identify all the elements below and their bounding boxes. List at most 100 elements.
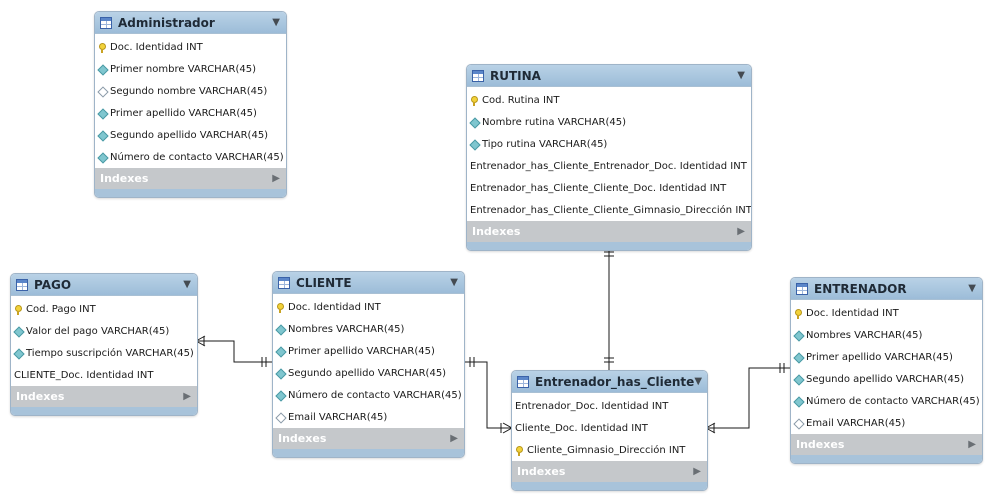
collapse-arrow-icon[interactable]: ▼ [272,17,280,28]
column-label: Número de contacto VARCHAR(45) [288,389,462,401]
column-row[interactable]: Doc. Identidad INT [791,302,982,324]
column-diamond-icon [794,331,803,340]
column-row[interactable]: Tiempo suscripción VARCHAR(45) [11,342,197,364]
collapse-arrow-icon[interactable]: ▼ [694,376,703,387]
expand-indexes-icon[interactable]: ▶ [272,173,280,184]
collapse-arrow-icon[interactable]: ▼ [183,279,191,290]
indexes-bar[interactable]: Indexes▶ [11,386,197,407]
table-rutina[interactable]: RUTINA ▼ Cod. Rutina INT Nombre rutina V… [466,64,752,251]
column-label: Segundo nombre VARCHAR(45) [110,85,268,97]
table-cliente[interactable]: CLIENTE ▼ Doc. Identidad INT Nombres VAR… [272,271,465,458]
collapse-arrow-icon[interactable]: ▼ [737,70,745,81]
column-row[interactable]: Entrenador_Doc. Identidad INT [512,395,707,417]
column-row[interactable]: Segundo apellido VARCHAR(45) [95,124,286,146]
column-label: Email VARCHAR(45) [288,411,388,423]
relation-ehc-entrenador [705,363,791,434]
primary-key-icon [98,42,107,53]
column-row[interactable]: Email VARCHAR(45) [273,406,464,428]
indexes-bar[interactable]: Indexes▶ [467,221,751,242]
column-label: Tipo rutina VARCHAR(45) [482,138,608,150]
column-row[interactable]: Cod. Rutina INT [467,89,751,111]
column-row[interactable]: Cliente_Doc. Identidad INT [512,417,707,439]
primary-key-icon [276,302,285,313]
expand-indexes-icon[interactable]: ▶ [183,391,191,402]
table-entrenador[interactable]: ENTRENADOR ▼ Doc. Identidad INT Nombres … [790,277,983,464]
column-row[interactable]: Cod. Pago INT [11,298,197,320]
column-row[interactable]: Doc. Identidad INT [273,296,464,318]
table-footer [791,455,982,463]
column-row[interactable]: Número de contacto VARCHAR(45) [95,146,286,168]
column-label: Cod. Rutina INT [482,94,560,106]
table-administrador[interactable]: Administrador ▼ Doc. Identidad INT Prime… [94,11,287,198]
column-row[interactable]: Doc. Identidad INT [95,36,286,58]
column-label: Número de contacto VARCHAR(45) [110,151,284,163]
collapse-arrow-icon[interactable]: ▼ [968,283,976,294]
column-diamond-icon [14,349,23,358]
column-row[interactable]: Segundo apellido VARCHAR(45) [791,368,982,390]
column-label: Entrenador_has_Cliente_Cliente_Doc. Iden… [470,182,727,194]
column-label: Cliente_Gimnasio_Dirección INT [527,444,686,456]
column-row[interactable]: Nombre rutina VARCHAR(45) [467,111,751,133]
column-label: Nombre rutina VARCHAR(45) [482,116,627,128]
expand-indexes-icon[interactable]: ▶ [450,433,458,444]
table-header[interactable]: Administrador ▼ [95,12,286,34]
table-pago[interactable]: PAGO ▼ Cod. Pago INT Valor del pago VARC… [10,273,198,416]
column-row[interactable]: Entrenador_has_Cliente_Cliente_Doc. Iden… [467,177,751,199]
column-row[interactable]: Entrenador_has_Cliente_Cliente_Gimnasio_… [467,199,751,221]
column-row[interactable]: Segundo apellido VARCHAR(45) [273,362,464,384]
table-icon [278,276,290,289]
column-row[interactable]: Entrenador_has_Cliente_Entrenador_Doc. I… [467,155,751,177]
expand-indexes-icon[interactable]: ▶ [968,439,976,450]
column-label: Primer apellido VARCHAR(45) [288,345,435,357]
column-label: Doc. Identidad INT [806,307,899,319]
column-row[interactable]: Primer nombre VARCHAR(45) [95,58,286,80]
expand-indexes-icon[interactable]: ▶ [693,466,701,477]
column-list: Cod. Rutina INT Nombre rutina VARCHAR(45… [467,87,751,221]
table-header[interactable]: Entrenador_has_Cliente ▼ [512,371,707,393]
column-label: Email VARCHAR(45) [806,417,906,429]
table-header[interactable]: RUTINA ▼ [467,65,751,87]
column-diamond-icon [470,118,479,127]
indexes-label: Indexes [278,432,327,445]
table-header[interactable]: ENTRENADOR ▼ [791,278,982,300]
indexes-label: Indexes [100,172,149,185]
column-row[interactable]: Número de contacto VARCHAR(45) [791,390,982,412]
table-footer [11,407,197,415]
column-row[interactable]: Número de contacto VARCHAR(45) [273,384,464,406]
table-footer [273,449,464,457]
column-label: Entrenador_has_Cliente_Entrenador_Doc. I… [470,160,747,172]
table-header[interactable]: CLIENTE ▼ [273,272,464,294]
column-list: Doc. Identidad INT Nombres VARCHAR(45) P… [273,294,464,428]
expand-indexes-icon[interactable]: ▶ [737,226,745,237]
indexes-bar[interactable]: Indexes▶ [791,434,982,455]
column-row[interactable]: Nombres VARCHAR(45) [273,318,464,340]
column-label: Cliente_Doc. Identidad INT [515,422,648,434]
collapse-arrow-icon[interactable]: ▼ [450,277,458,288]
column-row[interactable]: Cliente_Gimnasio_Dirección INT [512,439,707,461]
column-diamond-icon [14,327,23,336]
column-diamond-icon [276,369,285,378]
column-row[interactable]: Segundo nombre VARCHAR(45) [95,80,286,102]
nullable-column-diamond-icon [794,419,803,428]
column-row[interactable]: Email VARCHAR(45) [791,412,982,434]
table-entrenador-has-cliente[interactable]: Entrenador_has_Cliente ▼ Entrenador_Doc.… [511,370,708,491]
column-row[interactable]: Tipo rutina VARCHAR(45) [467,133,751,155]
indexes-bar[interactable]: Indexes▶ [512,461,707,482]
primary-key-icon [515,445,524,456]
column-row[interactable]: Valor del pago VARCHAR(45) [11,320,197,342]
indexes-bar[interactable]: Indexes ▶ [273,428,464,449]
column-diamond-icon [98,109,107,118]
column-label: Nombres VARCHAR(45) [806,329,923,341]
table-header[interactable]: PAGO ▼ [11,274,197,296]
column-diamond-icon [470,140,479,149]
indexes-bar[interactable]: Indexes ▶ [95,168,286,189]
column-row[interactable]: Primer apellido VARCHAR(45) [273,340,464,362]
column-row[interactable]: CLIENTE_Doc. Identidad INT [11,364,197,386]
column-row[interactable]: Primer apellido VARCHAR(45) [95,102,286,124]
column-list: Cod. Pago INT Valor del pago VARCHAR(45)… [11,296,197,386]
column-row[interactable]: Primer apellido VARCHAR(45) [791,346,982,368]
nullable-column-diamond-icon [276,413,285,422]
column-label: Cod. Pago INT [26,303,96,315]
column-diamond-icon [794,375,803,384]
column-row[interactable]: Nombres VARCHAR(45) [791,324,982,346]
